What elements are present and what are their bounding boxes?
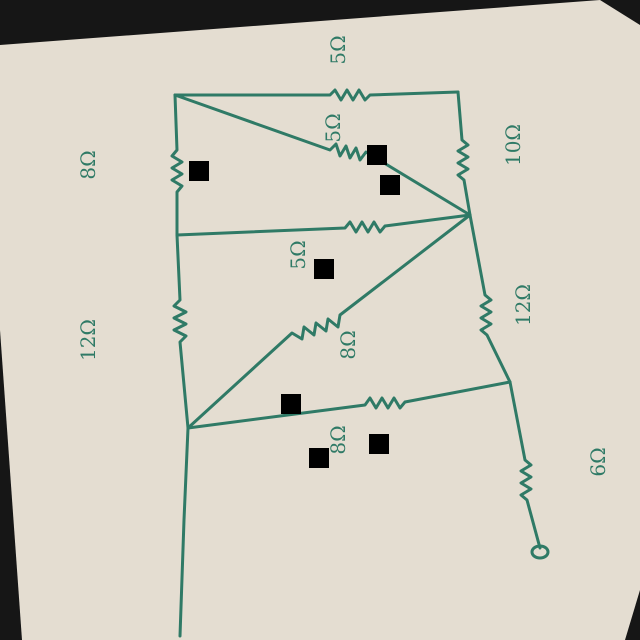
label-bottom-right: 6Ω (586, 447, 610, 476)
label-bottom-middle: 8Ω (326, 425, 350, 454)
label-diag-lower: 8Ω (336, 330, 360, 359)
label-right-middle: 12Ω (511, 284, 535, 326)
bottom-right-branch (508, 380, 542, 550)
redaction-block (281, 394, 301, 414)
redaction-block (314, 259, 334, 279)
top-branch (173, 88, 460, 102)
label-left-upper: 8Ω (76, 150, 100, 179)
middle-branch (175, 213, 472, 237)
terminal-node (530, 544, 550, 560)
lower-diagonal-branch (186, 213, 472, 430)
label-left-lower: 12Ω (76, 319, 100, 361)
redaction-block (309, 448, 329, 468)
right-middle-branch (468, 213, 512, 384)
label-middle: 5Ω (286, 240, 310, 269)
left-wire (170, 93, 190, 638)
upper-diagonal-branch (173, 93, 472, 217)
redaction-block (380, 175, 400, 195)
redaction-block (367, 145, 387, 165)
label-diag-upper: 5Ω (321, 113, 345, 142)
label-top: 5Ω (326, 35, 350, 64)
bottom-branch (186, 380, 512, 430)
redaction-block (189, 161, 209, 181)
label-right-upper: 10Ω (501, 124, 525, 166)
redaction-block (369, 434, 389, 454)
right-upper-branch (456, 90, 472, 217)
